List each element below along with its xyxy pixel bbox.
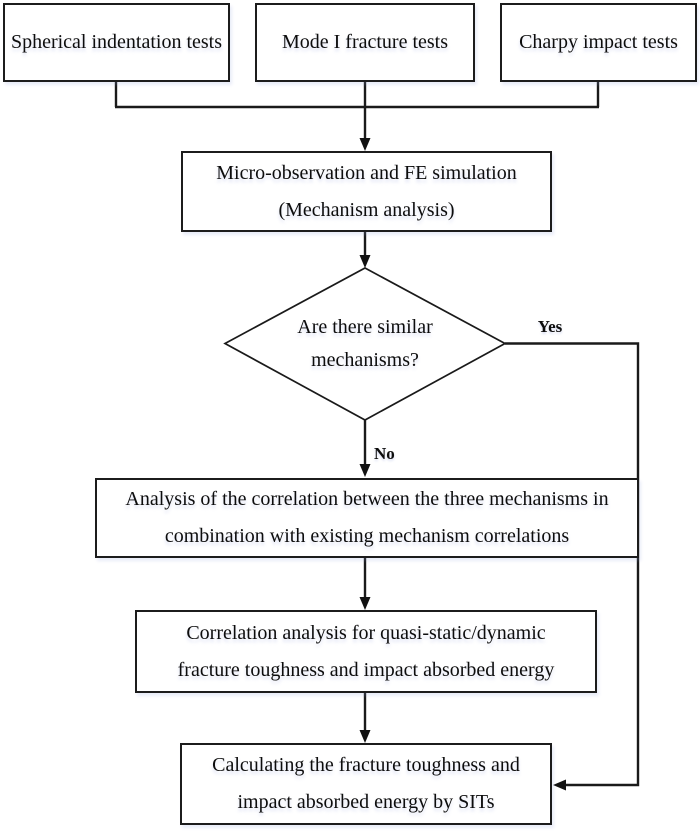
node-label: Mode I fracture tests	[281, 31, 449, 53]
node-label-line: Analysis of the correlation between the …	[125, 488, 609, 510]
node-label-line: impact absorbed energy by SITs	[237, 791, 495, 813]
arrowhead-into-micro	[359, 138, 371, 151]
node-label-line: Calculating the fracture toughness and	[212, 754, 520, 776]
decision-label-line: mechanisms?	[311, 349, 419, 371]
arrowhead-into-analysis	[359, 464, 371, 477]
arrowhead-into-correlation	[359, 597, 371, 610]
arrowhead-into-decision	[359, 255, 371, 268]
node-label-line: Micro-observation and FE simulation	[216, 161, 517, 184]
node-calculating-toughness-energy-sits: Calculating the fracture toughness and i…	[180, 743, 552, 825]
node-micro-observation-fe-simulation: Micro-observation and FE simulation (Mec…	[181, 151, 552, 232]
connector-yes-branch	[505, 342, 640, 787]
decision-diamond	[223, 267, 507, 421]
arrowhead-into-calculating	[359, 730, 371, 743]
node-label-line: fracture toughness and impact absorbed e…	[177, 658, 555, 681]
node-mode-i-fracture-tests: Mode I fracture tests	[255, 3, 475, 82]
decision-similar-mechanisms: Are there similar mechanisms?	[245, 311, 485, 377]
branch-label-no: No	[374, 444, 395, 463]
node-label: Charpy impact tests	[519, 31, 678, 53]
node-correlation-analysis-toughness-energy: Correlation analysis for quasi-static/dy…	[135, 610, 597, 693]
branch-label-yes: Yes	[537, 317, 563, 336]
node-label-line: Correlation analysis for quasi-static/dy…	[186, 621, 546, 644]
node-label-line: (Mechanism analysis)	[278, 198, 455, 221]
arrowhead-yes-into-calculating	[553, 779, 566, 791]
node-charpy-impact-tests: Charpy impact tests	[500, 3, 697, 82]
node-spherical-indentation-tests: Spherical indentation tests	[3, 3, 230, 82]
node-correlation-analysis-mechanisms: Analysis of the correlation between the …	[95, 478, 639, 558]
node-label-line: combination with existing mechanism corr…	[164, 525, 570, 547]
decision-label-line: Are there similar	[297, 316, 433, 338]
node-label: Spherical indentation tests	[10, 31, 223, 53]
